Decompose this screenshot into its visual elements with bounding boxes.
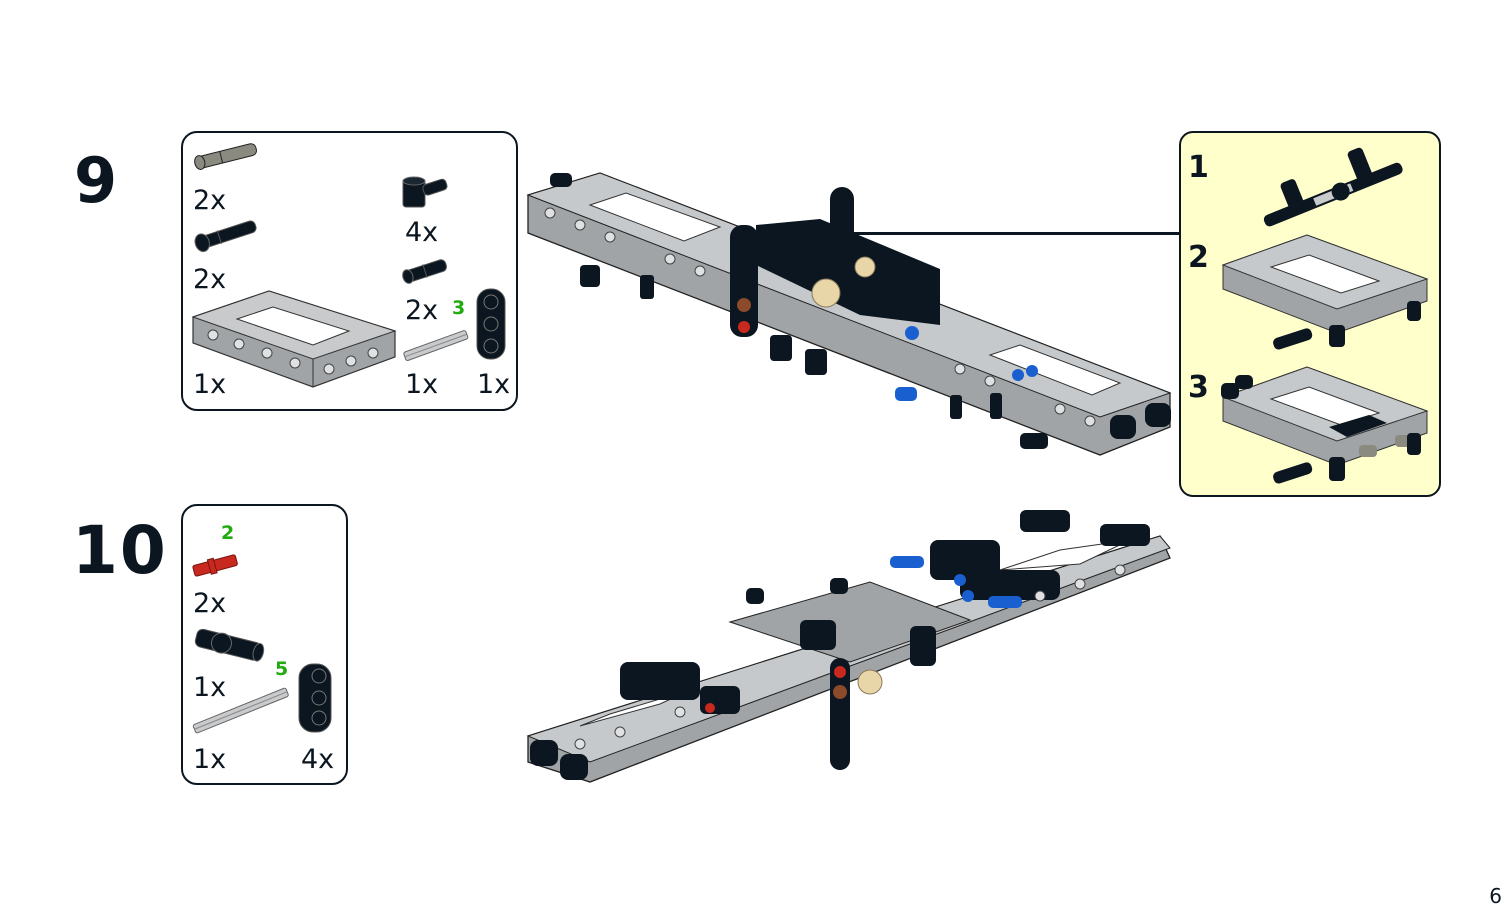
quantity-label: 1x <box>405 369 439 400</box>
substep-1-illustration <box>1263 147 1403 227</box>
quantity-label: 1x <box>193 744 227 775</box>
parts-list-step-10: 2 2x 1x 5 1x 4x <box>181 504 348 785</box>
page-number: 6 <box>1489 884 1502 908</box>
pin-long-black-icon <box>194 220 257 253</box>
callout-leader-line <box>600 232 1180 235</box>
step-number-10: 10 <box>72 512 168 589</box>
quantity-label: 2x <box>193 185 227 216</box>
quantity-label: 1x <box>477 369 511 400</box>
axle-red-icon <box>192 554 238 577</box>
pin-connector-perpendicular-icon <box>402 176 448 208</box>
quantity-label: 2x <box>405 295 439 326</box>
axle-length-label: 3 <box>452 297 466 319</box>
quantity-label: 4x <box>301 744 335 775</box>
pin-connector-axle-icon <box>194 628 265 662</box>
axle-length-label: 5 <box>275 658 289 680</box>
axle-gray-icon <box>403 330 469 361</box>
quantity-label: 2x <box>193 588 227 619</box>
step-10-assembly-illustration <box>526 510 1171 783</box>
beam-3-icon <box>476 288 506 360</box>
substep-2-illustration <box>1221 234 1429 350</box>
axle-length-label: 2 <box>221 522 235 544</box>
subassembly-callout: 1 2 3 <box>1179 131 1441 497</box>
beam-3-icon <box>298 663 332 733</box>
quantity-label: 1x <box>193 672 227 703</box>
parts-list-step-9: 2x 2x 1x 4x 2x 3 1x 1x <box>181 131 518 411</box>
substep-number-2: 2 <box>1188 240 1209 275</box>
substep-3-illustration <box>1221 366 1429 484</box>
quantity-label: 4x <box>405 217 439 248</box>
quantity-label: 1x <box>193 369 227 400</box>
open-frame-icon <box>191 290 397 388</box>
step-9-assembly-illustration <box>526 172 1172 456</box>
pin-long-gray-icon <box>194 143 257 170</box>
substep-number-3: 3 <box>1188 370 1209 405</box>
substep-number-1: 1 <box>1188 150 1209 185</box>
quantity-label: 2x <box>193 264 227 295</box>
step-number-9: 9 <box>74 144 118 217</box>
pin-black-icon <box>402 259 447 284</box>
axle-gray-icon <box>192 687 289 734</box>
